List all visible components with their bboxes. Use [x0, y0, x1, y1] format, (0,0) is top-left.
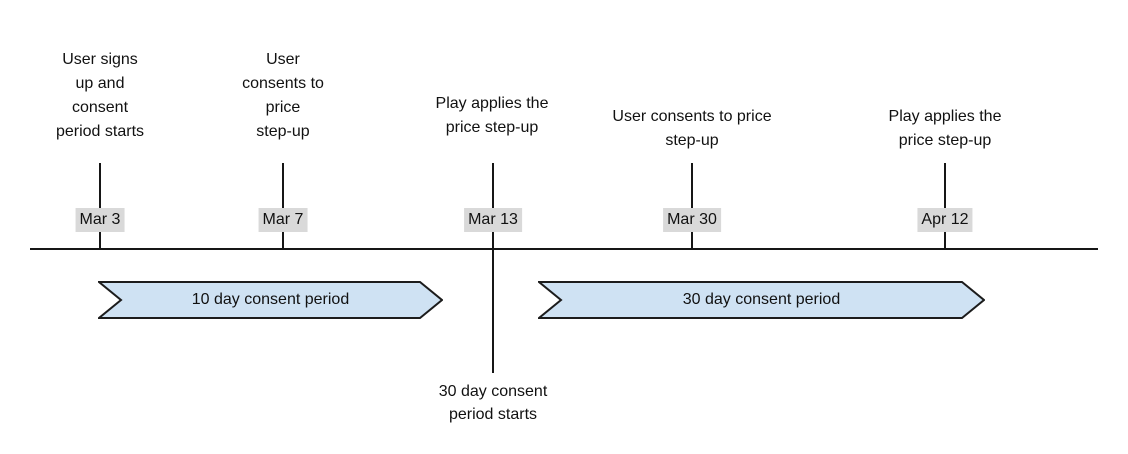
event-description-second-stepup: Play applies the price step-up	[888, 108, 1002, 149]
period-banner-30-day: 30 day consent period	[538, 281, 985, 319]
event-description-first-stepup: Play applies the price step-up	[435, 95, 549, 136]
date-label-mar-30: Mar 30	[663, 208, 721, 232]
date-label-apr-12: Apr 12	[917, 208, 973, 232]
date-label-mar-13: Mar 13	[464, 208, 522, 232]
period-banner-label: 10 day consent period	[191, 291, 350, 308]
event-description-signup: User signs up and consent period starts	[55, 51, 145, 140]
period-banner-label: 30 day consent period	[682, 291, 841, 308]
event-tick-lower	[691, 232, 693, 249]
chevron-arrow-shape	[98, 281, 443, 319]
period-banner-10-day: 10 day consent period	[98, 281, 443, 319]
event-tick-lower	[944, 232, 946, 249]
annotation-30-day-period-starts: 30 day consent period starts	[438, 383, 548, 423]
event-tick-upper	[691, 163, 693, 208]
event-tick-lower	[282, 232, 284, 249]
date-label-mar-7: Mar 7	[258, 208, 308, 232]
event-tick-long	[492, 232, 494, 373]
event-description-first-consent: User consents to price step-up	[242, 51, 324, 140]
event-tick-lower	[99, 232, 101, 249]
timeline-axis	[30, 248, 1098, 250]
chevron-arrow-shape	[538, 281, 985, 319]
event-tick-upper	[492, 163, 494, 208]
event-tick-upper	[944, 163, 946, 208]
date-label-mar-3: Mar 3	[75, 208, 125, 232]
event-tick-upper	[99, 163, 101, 208]
event-description-second-consent: User consents to price step-up	[612, 108, 772, 149]
event-tick-upper	[282, 163, 284, 208]
